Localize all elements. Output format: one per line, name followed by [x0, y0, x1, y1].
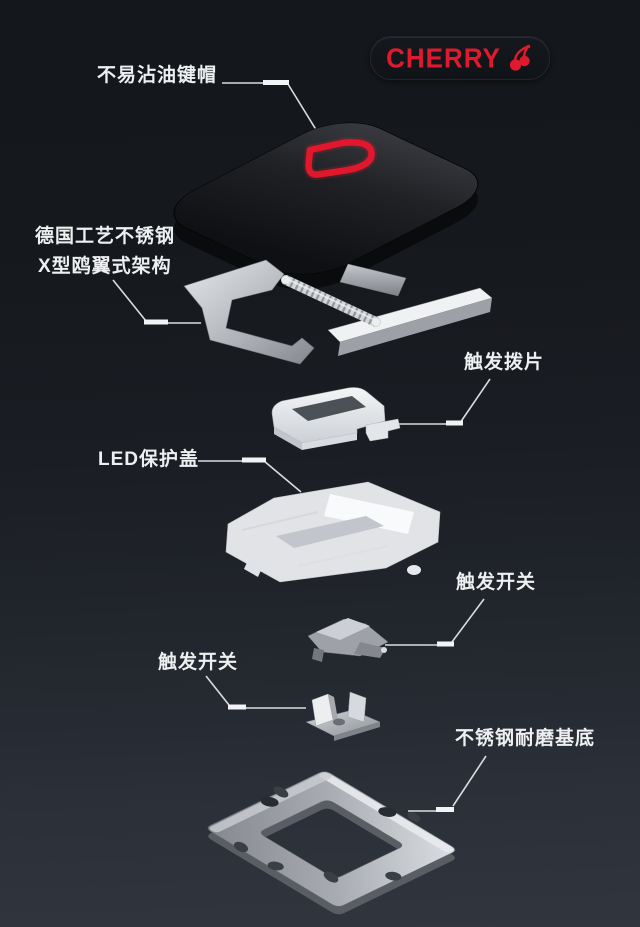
label-scissor: 德国工艺不锈钢 X型鸥翼式架构: [35, 222, 175, 282]
label-scissor-line1: 德国工艺不锈钢: [35, 226, 176, 247]
leader-base-plate: [408, 755, 487, 812]
label-base-plate: 不锈钢耐磨基底: [455, 728, 596, 749]
brand-name: CHERRY: [386, 41, 501, 74]
trigger-switch-plastic: [307, 618, 389, 662]
led-cover: [225, 481, 441, 583]
cherry-icon: [509, 44, 531, 71]
base-plate: [207, 771, 456, 915]
keycap: [173, 122, 479, 290]
brand-logo: CHERRY: [370, 36, 550, 80]
spring: [281, 275, 381, 327]
label-trigger-paddle: 触发拨片: [464, 352, 545, 373]
label-trigger-switch-left: 触发开关: [158, 652, 239, 673]
leader-trigger-switch-right: [385, 598, 485, 647]
leader-trigger-switch-left: [205, 675, 306, 710]
keycap-logo-d: [303, 136, 378, 181]
leader-scissor: [112, 279, 201, 325]
scissor-structure: [183, 259, 493, 365]
label-keycap: 不易沾油键帽: [97, 65, 218, 86]
trigger-switch-metal: [305, 691, 381, 741]
leader-trigger-paddle: [393, 378, 491, 426]
leader-led-cover: [198, 457, 302, 493]
trigger-paddle: [271, 387, 401, 450]
label-scissor-line2: X型鸥翼式架构: [38, 256, 172, 277]
label-trigger-switch-right: 触发开关: [456, 572, 537, 593]
label-led-cover: LED保护盖: [98, 449, 200, 470]
